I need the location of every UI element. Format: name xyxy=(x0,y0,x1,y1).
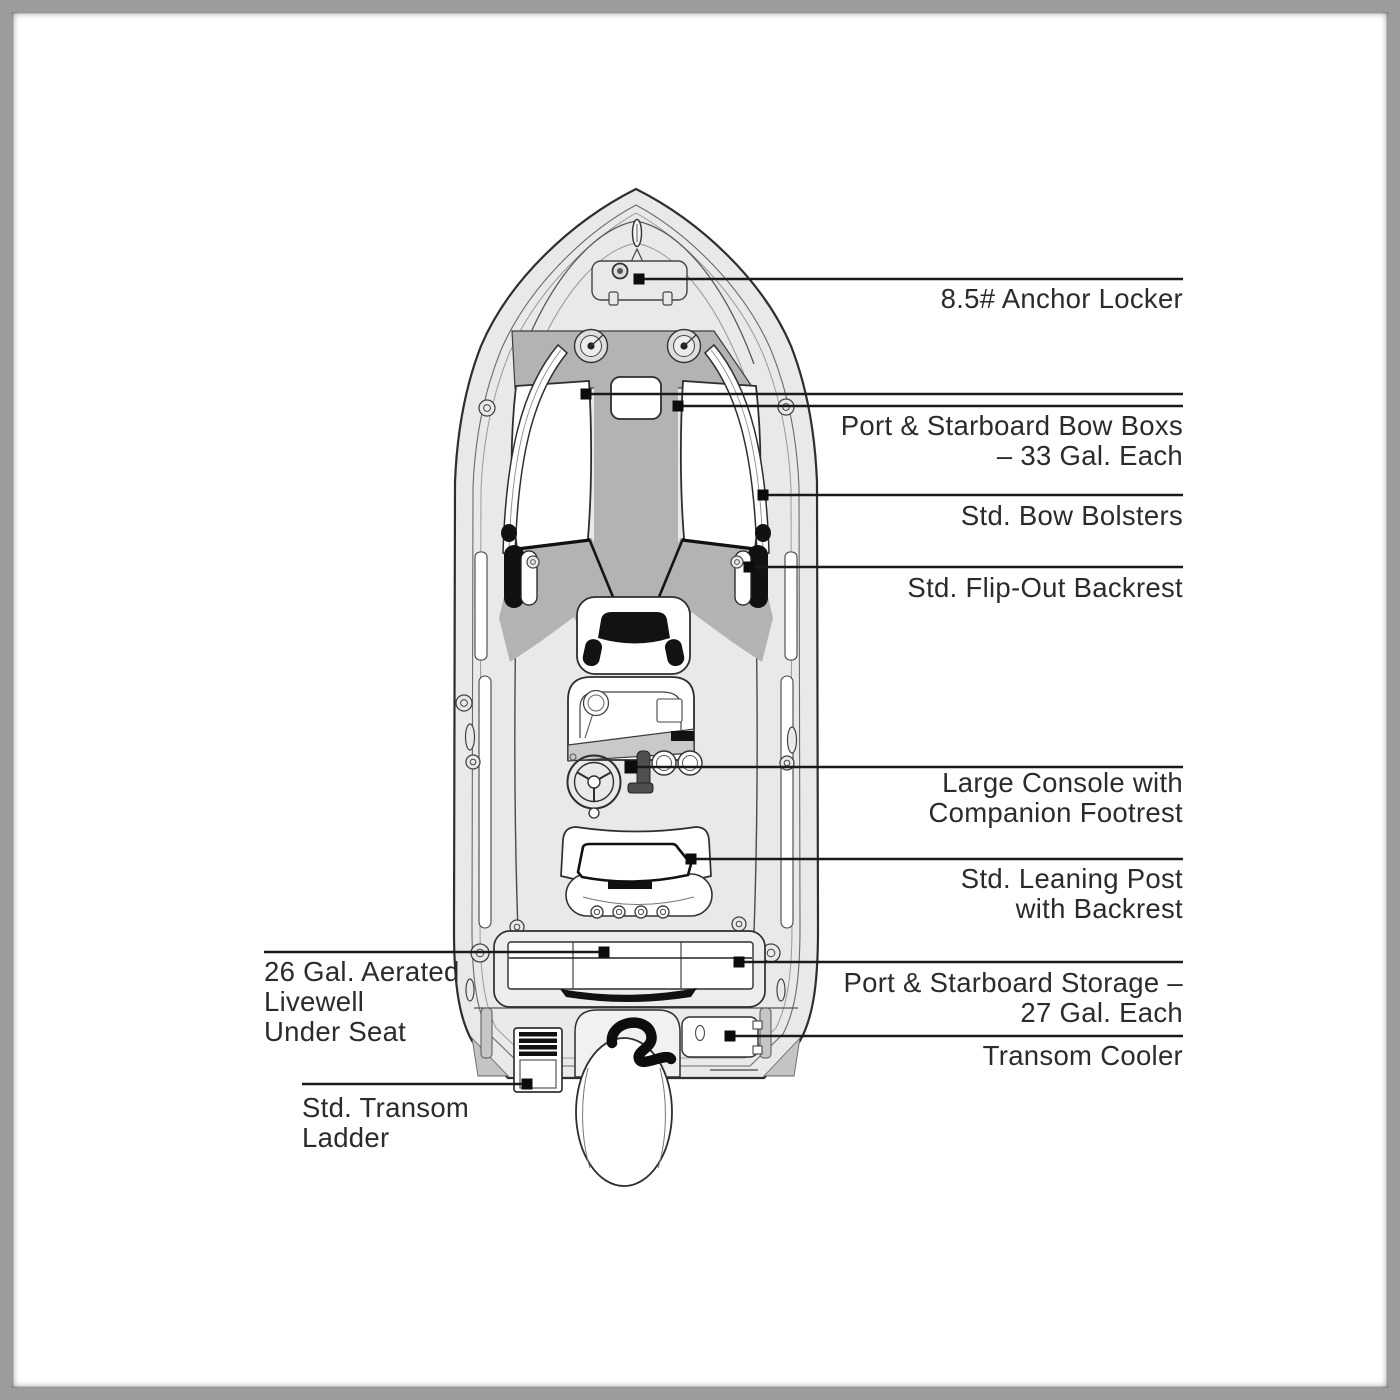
backrest-port-cushion xyxy=(504,545,524,608)
bow-center-seat xyxy=(610,376,662,420)
cooler-latch-bottom xyxy=(752,1045,763,1055)
label-flip-out-backrest: Std. Flip-Out Backrest xyxy=(907,572,1183,603)
outboard-engine xyxy=(575,1037,673,1187)
label-bow-boxes: Port & Starboard Bow Boxs – 33 Gal. Each xyxy=(840,410,1183,471)
label-transom-cooler: Transom Cooler xyxy=(982,1040,1183,1071)
companion-seat-pad-port xyxy=(582,639,603,667)
marker-transom-cooler xyxy=(724,1030,736,1042)
marker-console xyxy=(624,760,638,774)
console-electronics-panel xyxy=(656,698,683,723)
marker-bow-box-port xyxy=(580,388,592,400)
companion-seat-cushion xyxy=(598,612,670,644)
marker-transom-ladder xyxy=(521,1078,533,1090)
transom xyxy=(480,1007,772,1187)
walkway-border-starboard xyxy=(657,540,684,598)
ladder-lower-step xyxy=(519,1059,557,1089)
leaning-post-rod-holders xyxy=(590,905,670,919)
bow-box-starboard-edge xyxy=(681,538,756,551)
side-pocket-starboard-fwd xyxy=(784,551,798,661)
deck-hatch-port xyxy=(573,328,609,364)
steering-wheel xyxy=(566,754,622,819)
side-pocket-port-aft xyxy=(478,675,492,929)
marker-bow-box-starboard xyxy=(672,400,684,412)
bench-seat-dividers xyxy=(572,942,682,989)
label-leaning-post: Std. Leaning Post with Backrest xyxy=(960,863,1183,924)
console-display xyxy=(671,731,694,741)
locker-hinge-port xyxy=(608,291,619,306)
leaning-post-seat xyxy=(576,842,693,883)
callout-markers xyxy=(521,273,769,1090)
throttle-lever xyxy=(636,750,651,787)
leaning-post-plate xyxy=(608,881,652,889)
deck-hatch-starboard xyxy=(666,328,702,364)
cooler-handle xyxy=(694,1024,706,1042)
gauge-right xyxy=(677,750,703,776)
transom-rail-port xyxy=(480,1007,493,1059)
marker-bow-bolsters xyxy=(757,489,769,501)
companion-seat xyxy=(576,596,691,675)
bolster-starboard-endcap xyxy=(755,524,771,542)
transom-rail-starboard xyxy=(759,1007,772,1059)
transom-ladder xyxy=(513,1027,563,1093)
cooler-latch-top xyxy=(752,1020,763,1030)
engine-rigging-hose xyxy=(606,1017,677,1068)
stern-bench xyxy=(493,930,766,1008)
marker-flip-out-backrest xyxy=(743,561,755,573)
marker-leaning-post xyxy=(685,853,697,865)
backrest-starboard-cushion xyxy=(748,545,768,608)
marker-anchor-locker xyxy=(633,273,645,285)
backrest-starboard-hinge xyxy=(730,555,744,569)
bench-shadow-strip xyxy=(560,988,697,1002)
console-cupholder xyxy=(582,689,610,717)
bolster-port-endcap xyxy=(501,524,517,542)
side-pocket-port-fwd xyxy=(474,551,488,661)
companion-seat-pad-starboard xyxy=(664,639,685,667)
stern-chamfer-starboard xyxy=(762,1036,801,1077)
label-console: Large Console with Companion Footrest xyxy=(928,767,1183,828)
center-console xyxy=(566,676,703,819)
label-bow-bolsters: Std. Bow Bolsters xyxy=(960,500,1183,531)
walkway-border-port xyxy=(588,540,615,598)
leaning-post xyxy=(560,826,713,919)
marker-storage xyxy=(733,956,745,968)
throttle-base xyxy=(627,782,654,794)
backrest-port-hinge xyxy=(526,555,540,569)
label-transom-ladder: Std. Transom Ladder xyxy=(302,1092,470,1153)
label-anchor-locker: 8.5# Anchor Locker xyxy=(940,283,1183,314)
label-livewell: 26 Gal. Aerated Livewell Under Seat xyxy=(264,956,460,1047)
bench-seat xyxy=(507,941,754,990)
label-storage: Port & Starboard Storage – 27 Gal. Each xyxy=(843,967,1183,1028)
side-pocket-starboard-aft xyxy=(780,675,794,929)
locker-hinge-starboard xyxy=(662,291,673,306)
gauge-left xyxy=(651,750,677,776)
marker-livewell xyxy=(598,946,610,958)
callout-lines xyxy=(264,277,1183,1086)
bow-box-port-edge xyxy=(516,538,591,551)
